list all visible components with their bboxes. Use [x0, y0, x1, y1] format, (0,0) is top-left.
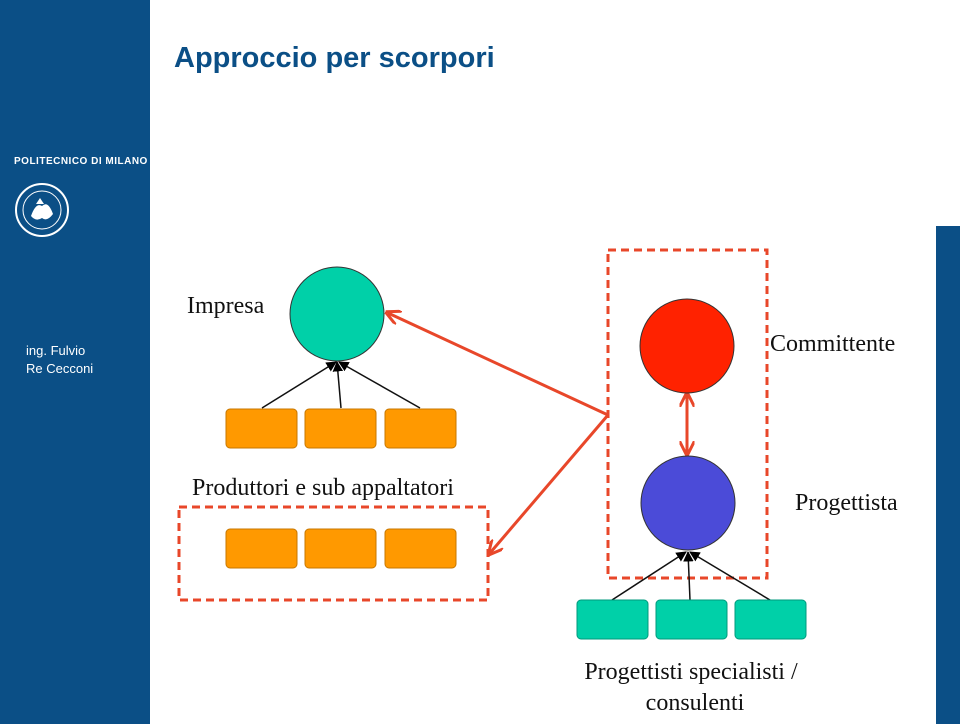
connector-progettista-middle — [683, 550, 694, 601]
progettista-label: Progettista — [795, 490, 898, 516]
author: ing. Fulvio Re Cecconi — [26, 342, 93, 378]
subcontractor-box — [225, 528, 298, 569]
specialisti-label-line-1: Progettisti specialisti / — [584, 659, 798, 685]
impresa-label: Impresa — [187, 293, 265, 319]
subcontractor-box — [384, 528, 457, 569]
connector-progettista-right — [689, 551, 771, 601]
impresa-subunit-box — [225, 408, 298, 449]
connector-progettista-left — [611, 551, 687, 601]
slide-title: Approccio per scorpori — [174, 42, 495, 74]
link-committente-subcontractors — [490, 414, 610, 553]
right-accent-bar — [936, 226, 960, 724]
sidebar — [0, 0, 150, 724]
subcontractor-box — [304, 528, 377, 569]
impresa-subunit-box — [304, 408, 377, 449]
university-seal-icon — [15, 183, 69, 237]
progettista-node — [640, 455, 736, 551]
produttori-label: Produttori e sub appaltatori — [192, 475, 454, 501]
author-line-1: ing. Fulvio — [26, 343, 86, 358]
institution-name: POLITECNICO DI MILANO — [14, 156, 148, 167]
committente-node — [639, 298, 735, 394]
connector-impresa-middle — [332, 360, 344, 409]
specialist-box — [576, 599, 649, 640]
specialist-box — [734, 599, 807, 640]
specialist-box — [655, 599, 728, 640]
author-line-2: Re Cecconi — [26, 361, 94, 376]
specialisti-label-line-2: consulenti — [646, 690, 745, 716]
link-committente-impresa — [388, 313, 609, 417]
connector-impresa-left — [261, 361, 337, 409]
impresa-subunit-box — [384, 408, 457, 449]
impresa-node — [289, 266, 385, 362]
committente-label: Committente — [770, 331, 895, 357]
connector-impresa-right — [338, 361, 421, 409]
